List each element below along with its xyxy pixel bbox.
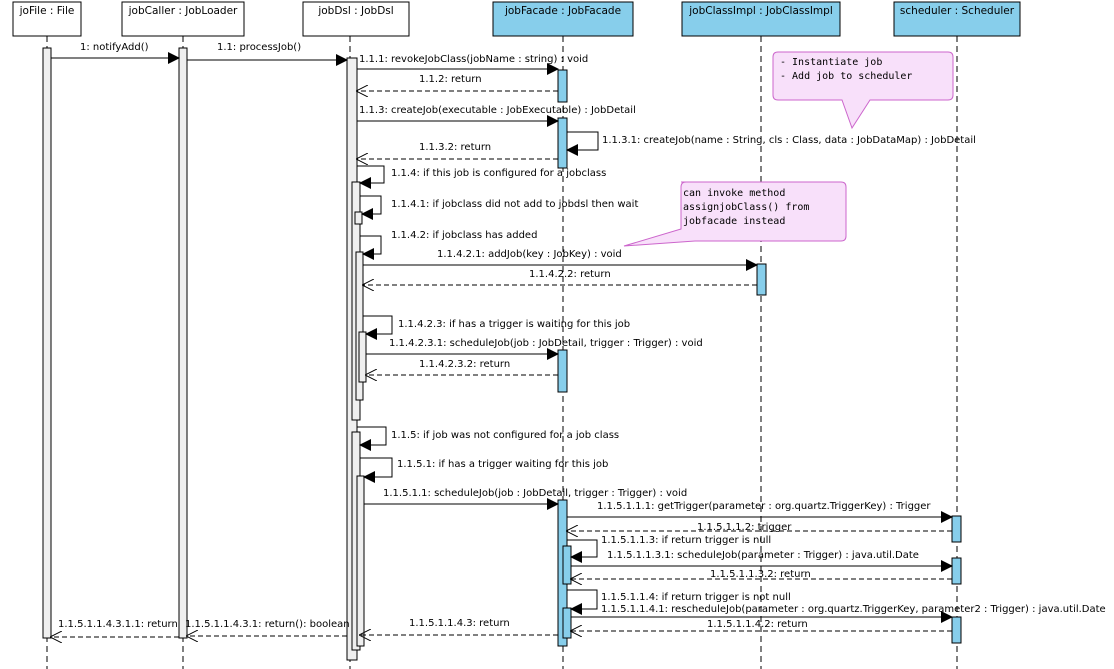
message-label: 1.1.1: revokeJobClass(jobName : string) … <box>359 54 588 65</box>
activation-bar <box>358 331 367 383</box>
participant-label-jobdsl: jobDsl : JobDsl <box>317 5 393 17</box>
participant-label-jobclassimpl: jobClassImpl : JobClassImpl <box>688 5 832 17</box>
participant-box-scheduler[interactable] <box>893 1 1021 37</box>
message-label: 1.1.4.2: if jobclass has added <box>391 230 537 241</box>
note-callout <box>772 51 954 130</box>
message-label: 1.1.5.1: if has a trigger waiting for th… <box>397 459 608 470</box>
activation-bars <box>42 47 962 661</box>
participant-box-jobcaller[interactable] <box>121 1 245 37</box>
message-label: 1.1.5.1.1.4.3: return <box>409 618 510 629</box>
self-message-trigger-not-null[interactable] <box>567 589 598 615</box>
participant-label-jobfacade: jobFacade : JobFacade <box>504 5 621 17</box>
message-label: 1.1.5.1.1.3: if return trigger is null <box>601 535 771 546</box>
self-message-jobclass-added[interactable] <box>360 235 382 260</box>
activation-bar <box>951 616 962 644</box>
message-labels: 1: notifyAdd() 1.1: processJob() 1.1.1: … <box>58 42 1106 630</box>
activation-bar <box>557 349 568 393</box>
message-label: 1.1.5.1.1.3.2: return <box>710 569 811 580</box>
message-label: 1.1.5.1.1.1: getTrigger(parameter : org.… <box>597 501 931 512</box>
self-message-trigger-null[interactable] <box>567 539 598 563</box>
activation-bar <box>756 263 767 296</box>
activation-bar <box>951 557 962 585</box>
message-label: 1.1.4.1: if jobclass did not add to jobd… <box>391 199 638 210</box>
note-line: assignjobClass() from <box>683 202 809 213</box>
activation-bar <box>557 69 568 103</box>
activation-bar <box>354 211 363 225</box>
message-label: 1.1.5.1.1.2: trigger <box>697 522 792 533</box>
activation-bar <box>951 515 962 543</box>
note-instantiate-job[interactable]: - Instantiate job - Add job to scheduler <box>772 51 954 130</box>
message-label: 1.1.4: if this job is configured for a j… <box>391 168 606 179</box>
message-label: 1.1.5.1.1.3.1: scheduleJob(parameter : T… <box>607 550 919 561</box>
activation-bar <box>178 47 188 639</box>
participant-label-scheduler: scheduler : Scheduler <box>900 5 1015 17</box>
activation-bar <box>562 607 572 639</box>
message-label: 1.1.5.1.1: scheduleJob(job : JobDetail, … <box>383 488 687 499</box>
message-label: 1.1: processJob() <box>217 42 301 53</box>
message-label: 1.1.4.2.3.2: return <box>419 359 510 370</box>
self-message-create-job[interactable] <box>566 131 599 156</box>
message-label: 1.1.5.1.1.4.3.1.1: return <box>58 619 178 630</box>
message-label: 1.1.2: return <box>419 74 482 85</box>
activation-bar <box>42 47 52 639</box>
participant-box-jobdsl[interactable] <box>302 1 410 37</box>
message-label: 1.1.4.2.3: if has a trigger is waiting f… <box>398 319 630 330</box>
self-message-configured-check[interactable] <box>357 165 385 189</box>
participant-box-jobfacade[interactable] <box>492 1 634 37</box>
activation-bar <box>557 117 568 169</box>
participant-label-jobcaller: jobCaller : JobLoader <box>128 5 238 17</box>
activation-bar <box>562 545 572 585</box>
message-label: 1.1.4.2.1: addJob(key : JobKey) : void <box>437 249 622 260</box>
self-message-not-configured[interactable] <box>357 426 387 451</box>
note-line: jobfacade instead <box>683 216 785 227</box>
message-label: 1.1.3: createJob(executable : JobExecuta… <box>359 105 636 116</box>
message-label: 1: notifyAdd() <box>80 42 149 53</box>
note-line: - Add job to scheduler <box>780 71 912 82</box>
participant-box-jofile[interactable] <box>12 1 82 37</box>
message-label: 1.1.5: if job was not configured for a j… <box>391 430 619 441</box>
self-message-trigger-waiting[interactable] <box>363 315 393 340</box>
self-message-trigger-waiting[interactable] <box>360 457 393 483</box>
participant-label-jofile: joFile : File <box>19 5 75 17</box>
message-label: 1.1.5.1.1.4.3.1: return(): boolean <box>185 619 350 630</box>
note-assign-jobclass[interactable]: can invoke method assignjobClass() from … <box>623 181 847 247</box>
message-label: 1.1.5.1.1.4: if return trigger is not nu… <box>601 592 791 603</box>
note-line: can invoke method <box>683 188 785 199</box>
note-callout <box>623 181 847 247</box>
message-label: 1.1.3.1: createJob(name : String, cls : … <box>602 135 976 146</box>
messages <box>51 52 953 637</box>
self-message-wait[interactable] <box>360 195 382 220</box>
participant-headers: joFile : File jobCaller : JobLoader jobD… <box>12 1 1021 37</box>
message-label: 1.1.5.1.1.4.1: rescheduleJob(parameter :… <box>601 604 1106 615</box>
message-label: 1.1.5.1.1.4.2: return <box>707 619 808 630</box>
note-line: - Instantiate job <box>780 57 882 68</box>
message-label: 1.1.4.2.3.1: scheduleJob(job : JobDetail… <box>389 338 703 349</box>
message-label: 1.1.3.2: return <box>419 142 491 153</box>
activation-bar <box>355 251 364 401</box>
activation-bar <box>356 475 365 647</box>
message-label: 1.1.4.2.2: return <box>529 269 611 280</box>
